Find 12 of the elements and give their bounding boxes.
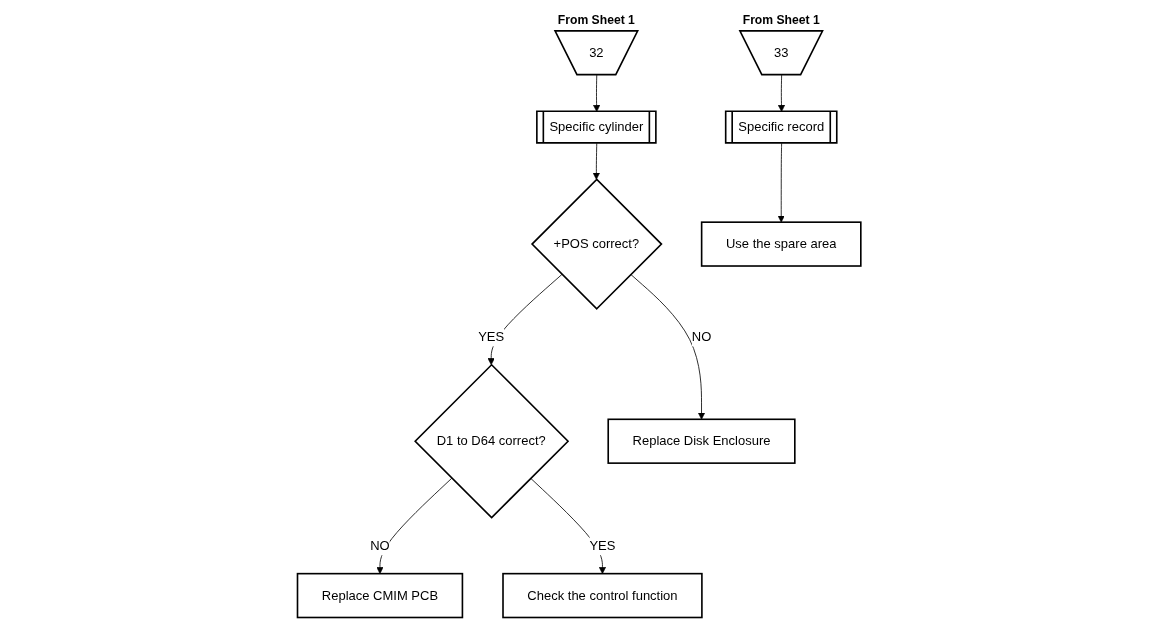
node-box: Replace Disk Enclosure: [607, 418, 796, 464]
node-box: Check the control function: [502, 572, 704, 619]
node-box: Use the spare area: [701, 221, 862, 267]
edge-label: NO: [370, 538, 391, 553]
node-box: Replace CMIM PCB: [297, 572, 464, 619]
node-diamond: +POS correct?: [531, 178, 663, 310]
connector-caption: From Sheet 1: [743, 13, 821, 28]
node-diamond: D1 to D64 correct?: [414, 363, 570, 519]
connector-caption: From Sheet 1: [558, 13, 636, 28]
edge-label: YES: [589, 538, 616, 553]
edge-label: YES: [478, 329, 505, 344]
edge-label: NO: [692, 329, 712, 344]
